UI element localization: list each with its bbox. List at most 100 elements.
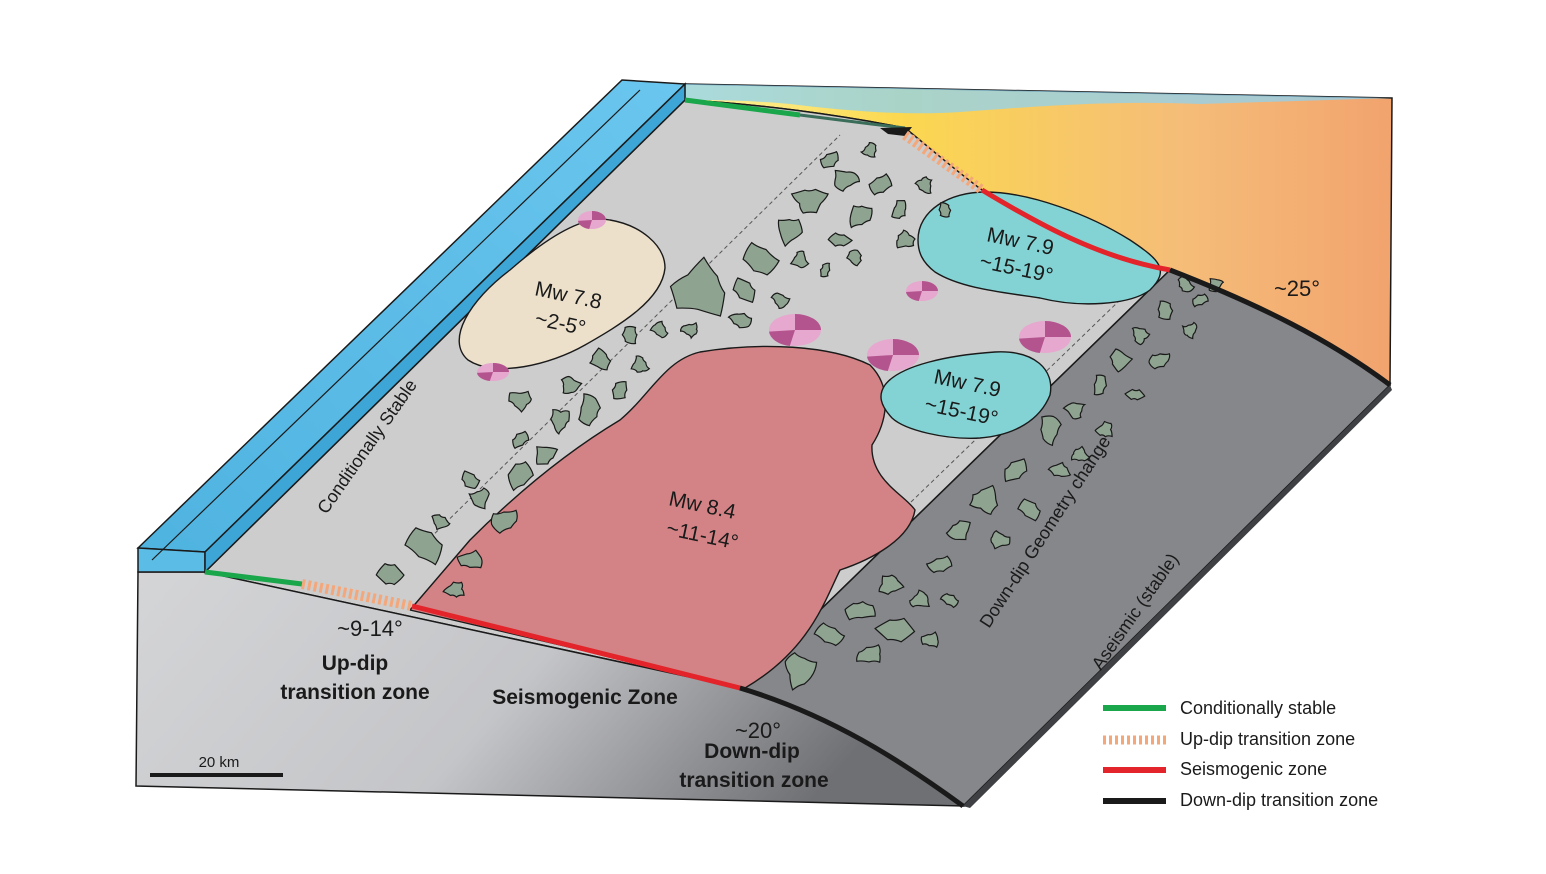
- geologic-block: [784, 652, 818, 691]
- downdip-zone-label-2: transition zone: [679, 769, 828, 792]
- geologic-block: [669, 256, 726, 317]
- geologic-block: [578, 393, 602, 427]
- geologic-block: [1124, 388, 1146, 401]
- geologic-block: [507, 460, 534, 492]
- focal-mechanism-quadrant: [769, 314, 821, 346]
- focal-mechanism-quadrant: [867, 339, 919, 371]
- legend-label-updip: Up-dip transition zone: [1180, 729, 1355, 749]
- mw84-rupture-patch: [408, 345, 916, 689]
- geologic-block: [845, 249, 863, 267]
- geologic-block: [891, 199, 907, 220]
- geologic-block: [1148, 352, 1171, 370]
- legend-label-downdip: Down-dip transition zone: [1180, 790, 1378, 810]
- trace-conditionally-stable: [204, 569, 303, 587]
- geologic-block: [1062, 402, 1087, 420]
- right-side-face: [963, 385, 1392, 808]
- geologic-block: [777, 218, 803, 248]
- geologic-block: [550, 409, 570, 435]
- geologic-block: [834, 169, 861, 192]
- wave-surface: [685, 84, 1392, 114]
- geologic-block: [878, 574, 905, 596]
- updip-zone-label-2: transition zone: [280, 681, 429, 704]
- back-trace-downdip-transition: [1169, 267, 1392, 388]
- geologic-block: [732, 277, 756, 304]
- downdip-zone-label-1: Down-dip: [704, 740, 800, 763]
- geologic-block: [1192, 293, 1209, 308]
- geologic-block: [508, 390, 532, 413]
- geologic-block: [468, 487, 490, 510]
- ocean-front: [137, 547, 206, 573]
- geologic-block: [945, 520, 971, 541]
- geologic-block: [1181, 321, 1198, 340]
- downdip-angle: ~20°: [735, 718, 781, 743]
- geologic-block: [856, 644, 881, 664]
- geologic-block: [727, 312, 753, 329]
- trace-seismogenic: [411, 603, 741, 691]
- geologic-block: [819, 262, 831, 278]
- geologic-block: [375, 562, 405, 586]
- geologic-block: [813, 622, 846, 647]
- legend-label-conditionally-stable: Conditionally stable: [1180, 698, 1336, 718]
- back-trace-updip-transition: [902, 130, 985, 195]
- geologic-block: [461, 470, 481, 490]
- back-trace-trench-tip: [880, 127, 912, 136]
- geologic-block: [490, 509, 518, 534]
- geologic-block: [649, 320, 669, 339]
- scale-bar-label: 20 km: [199, 754, 240, 771]
- focal-mechanism-quadrant: [477, 363, 509, 381]
- geologic-block: [938, 202, 952, 218]
- geologic-block: [621, 325, 638, 345]
- geologic-block: [925, 555, 953, 574]
- updip-zone-label-1: Up-dip: [322, 652, 388, 675]
- seismogenic-zone-label: Seismogenic Zone: [492, 686, 678, 709]
- mw78-rupture-patch: [458, 218, 666, 370]
- geologic-block: [535, 446, 559, 465]
- legend-label-seismogenic: Seismogenic zone: [1180, 759, 1327, 779]
- geologic-block: [789, 250, 810, 269]
- focal-mechanism-quadrant: [906, 281, 938, 301]
- geologic-block: [1017, 498, 1041, 522]
- back-trace-seismogenic: [980, 187, 1171, 273]
- legend: Conditionally stable Up-dip transition z…: [1103, 698, 1378, 810]
- geologic-block: [859, 141, 877, 158]
- geologic-block: [844, 600, 876, 621]
- geologic-block: [512, 430, 530, 450]
- geologic-block: [868, 172, 893, 196]
- geologic-block: [819, 150, 839, 169]
- back-trace-trench: [799, 113, 906, 130]
- geologic-block: [1004, 458, 1028, 483]
- geologic-block: [968, 484, 999, 516]
- geologic-block: [849, 205, 873, 229]
- geologic-block: [1070, 445, 1091, 462]
- geologic-block: [1177, 275, 1196, 293]
- geologic-block: [1093, 374, 1108, 396]
- geologic-block: [896, 229, 916, 249]
- geologic-block: [939, 593, 960, 609]
- deep-angle: ~25°: [1274, 276, 1320, 301]
- trace-updip-transition: [301, 579, 413, 611]
- back-trace-conditionally-stable: [684, 97, 801, 118]
- geologic-block: [990, 530, 1011, 550]
- geologic-block: [770, 292, 791, 310]
- mw79-south-rupture-patch: [880, 351, 1052, 439]
- geologic-block: [1109, 348, 1134, 373]
- geologic-block: [1094, 420, 1113, 438]
- geologic-block: [560, 375, 583, 395]
- geologic-block: [442, 581, 465, 598]
- geologic-block: [909, 589, 931, 608]
- geologic-block: [874, 617, 916, 643]
- geologic-block: [1131, 327, 1151, 346]
- geologic-block: [1040, 415, 1062, 447]
- geologic-block: [404, 527, 443, 566]
- focal-mechanism-quadrant: [1019, 321, 1071, 353]
- block-belt: [375, 141, 1225, 691]
- geologic-block: [790, 188, 829, 214]
- geologic-block: [431, 514, 451, 531]
- geologic-block: [680, 321, 698, 340]
- updip-angle: ~9-14°: [337, 616, 403, 641]
- trace-downdip-transition: [739, 685, 965, 809]
- geologic-block: [827, 232, 853, 247]
- geologic-block: [456, 549, 483, 569]
- geologic-block: [914, 176, 933, 195]
